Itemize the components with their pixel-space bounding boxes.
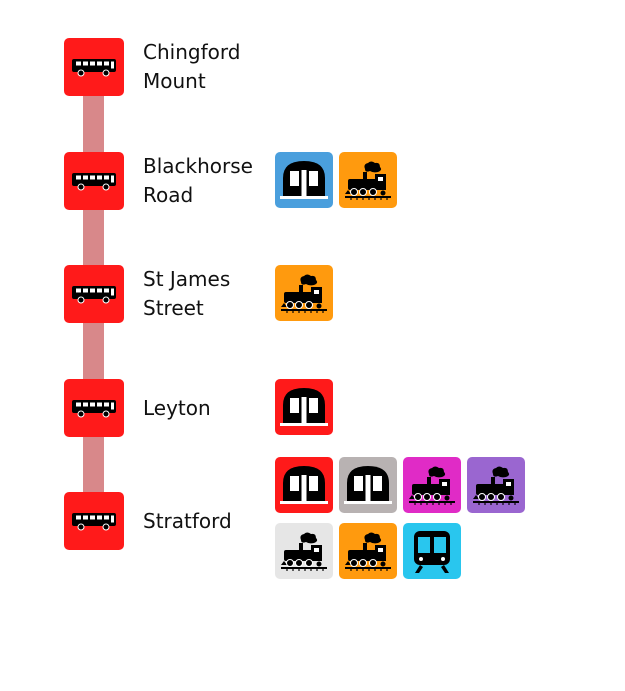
- stop-name-line: Chingford: [143, 40, 241, 64]
- stop-blackhorse-road[interactable]: Blackhorse Road: [0, 152, 625, 212]
- steam-train-icon: [403, 457, 461, 513]
- stop-name-line: Stratford: [143, 508, 232, 533]
- bus-icon: [64, 492, 124, 550]
- stop-name-line: Leyton: [143, 395, 211, 420]
- underground-icon: [339, 457, 397, 513]
- stop-name: St James Street: [143, 265, 268, 323]
- stop-name-line: St James: [143, 267, 231, 291]
- stop-name-line: Street: [143, 296, 204, 320]
- steam-train-icon: [467, 457, 525, 513]
- light-rail-icon: [403, 523, 461, 579]
- steam-train-icon: [339, 152, 397, 208]
- underground-icon: [275, 152, 333, 208]
- bus-icon: [64, 152, 124, 210]
- stop-name: Blackhorse Road: [143, 152, 268, 210]
- stop-st-james-street[interactable]: St James Street: [0, 265, 625, 325]
- stop-name: Stratford: [143, 492, 268, 550]
- bus-icon: [64, 265, 124, 323]
- stop-name: Chingford Mount: [143, 38, 268, 96]
- bus-icon: [64, 379, 124, 437]
- stop-name-line: Road: [143, 183, 194, 207]
- steam-train-icon: [339, 523, 397, 579]
- stop-stratford[interactable]: Stratford: [0, 457, 625, 579]
- underground-icon: [275, 457, 333, 513]
- underground-icon: [275, 379, 333, 435]
- stop-name-line: Blackhorse: [143, 154, 253, 178]
- stop-chingford-mount[interactable]: Chingford Mount: [0, 38, 625, 98]
- stop-name-line: Mount: [143, 69, 206, 93]
- bus-icon: [64, 38, 124, 96]
- stop-name: Leyton: [143, 379, 268, 437]
- steam-train-icon: [275, 265, 333, 321]
- steam-train-icon: [275, 523, 333, 579]
- stop-leyton[interactable]: Leyton: [0, 379, 625, 439]
